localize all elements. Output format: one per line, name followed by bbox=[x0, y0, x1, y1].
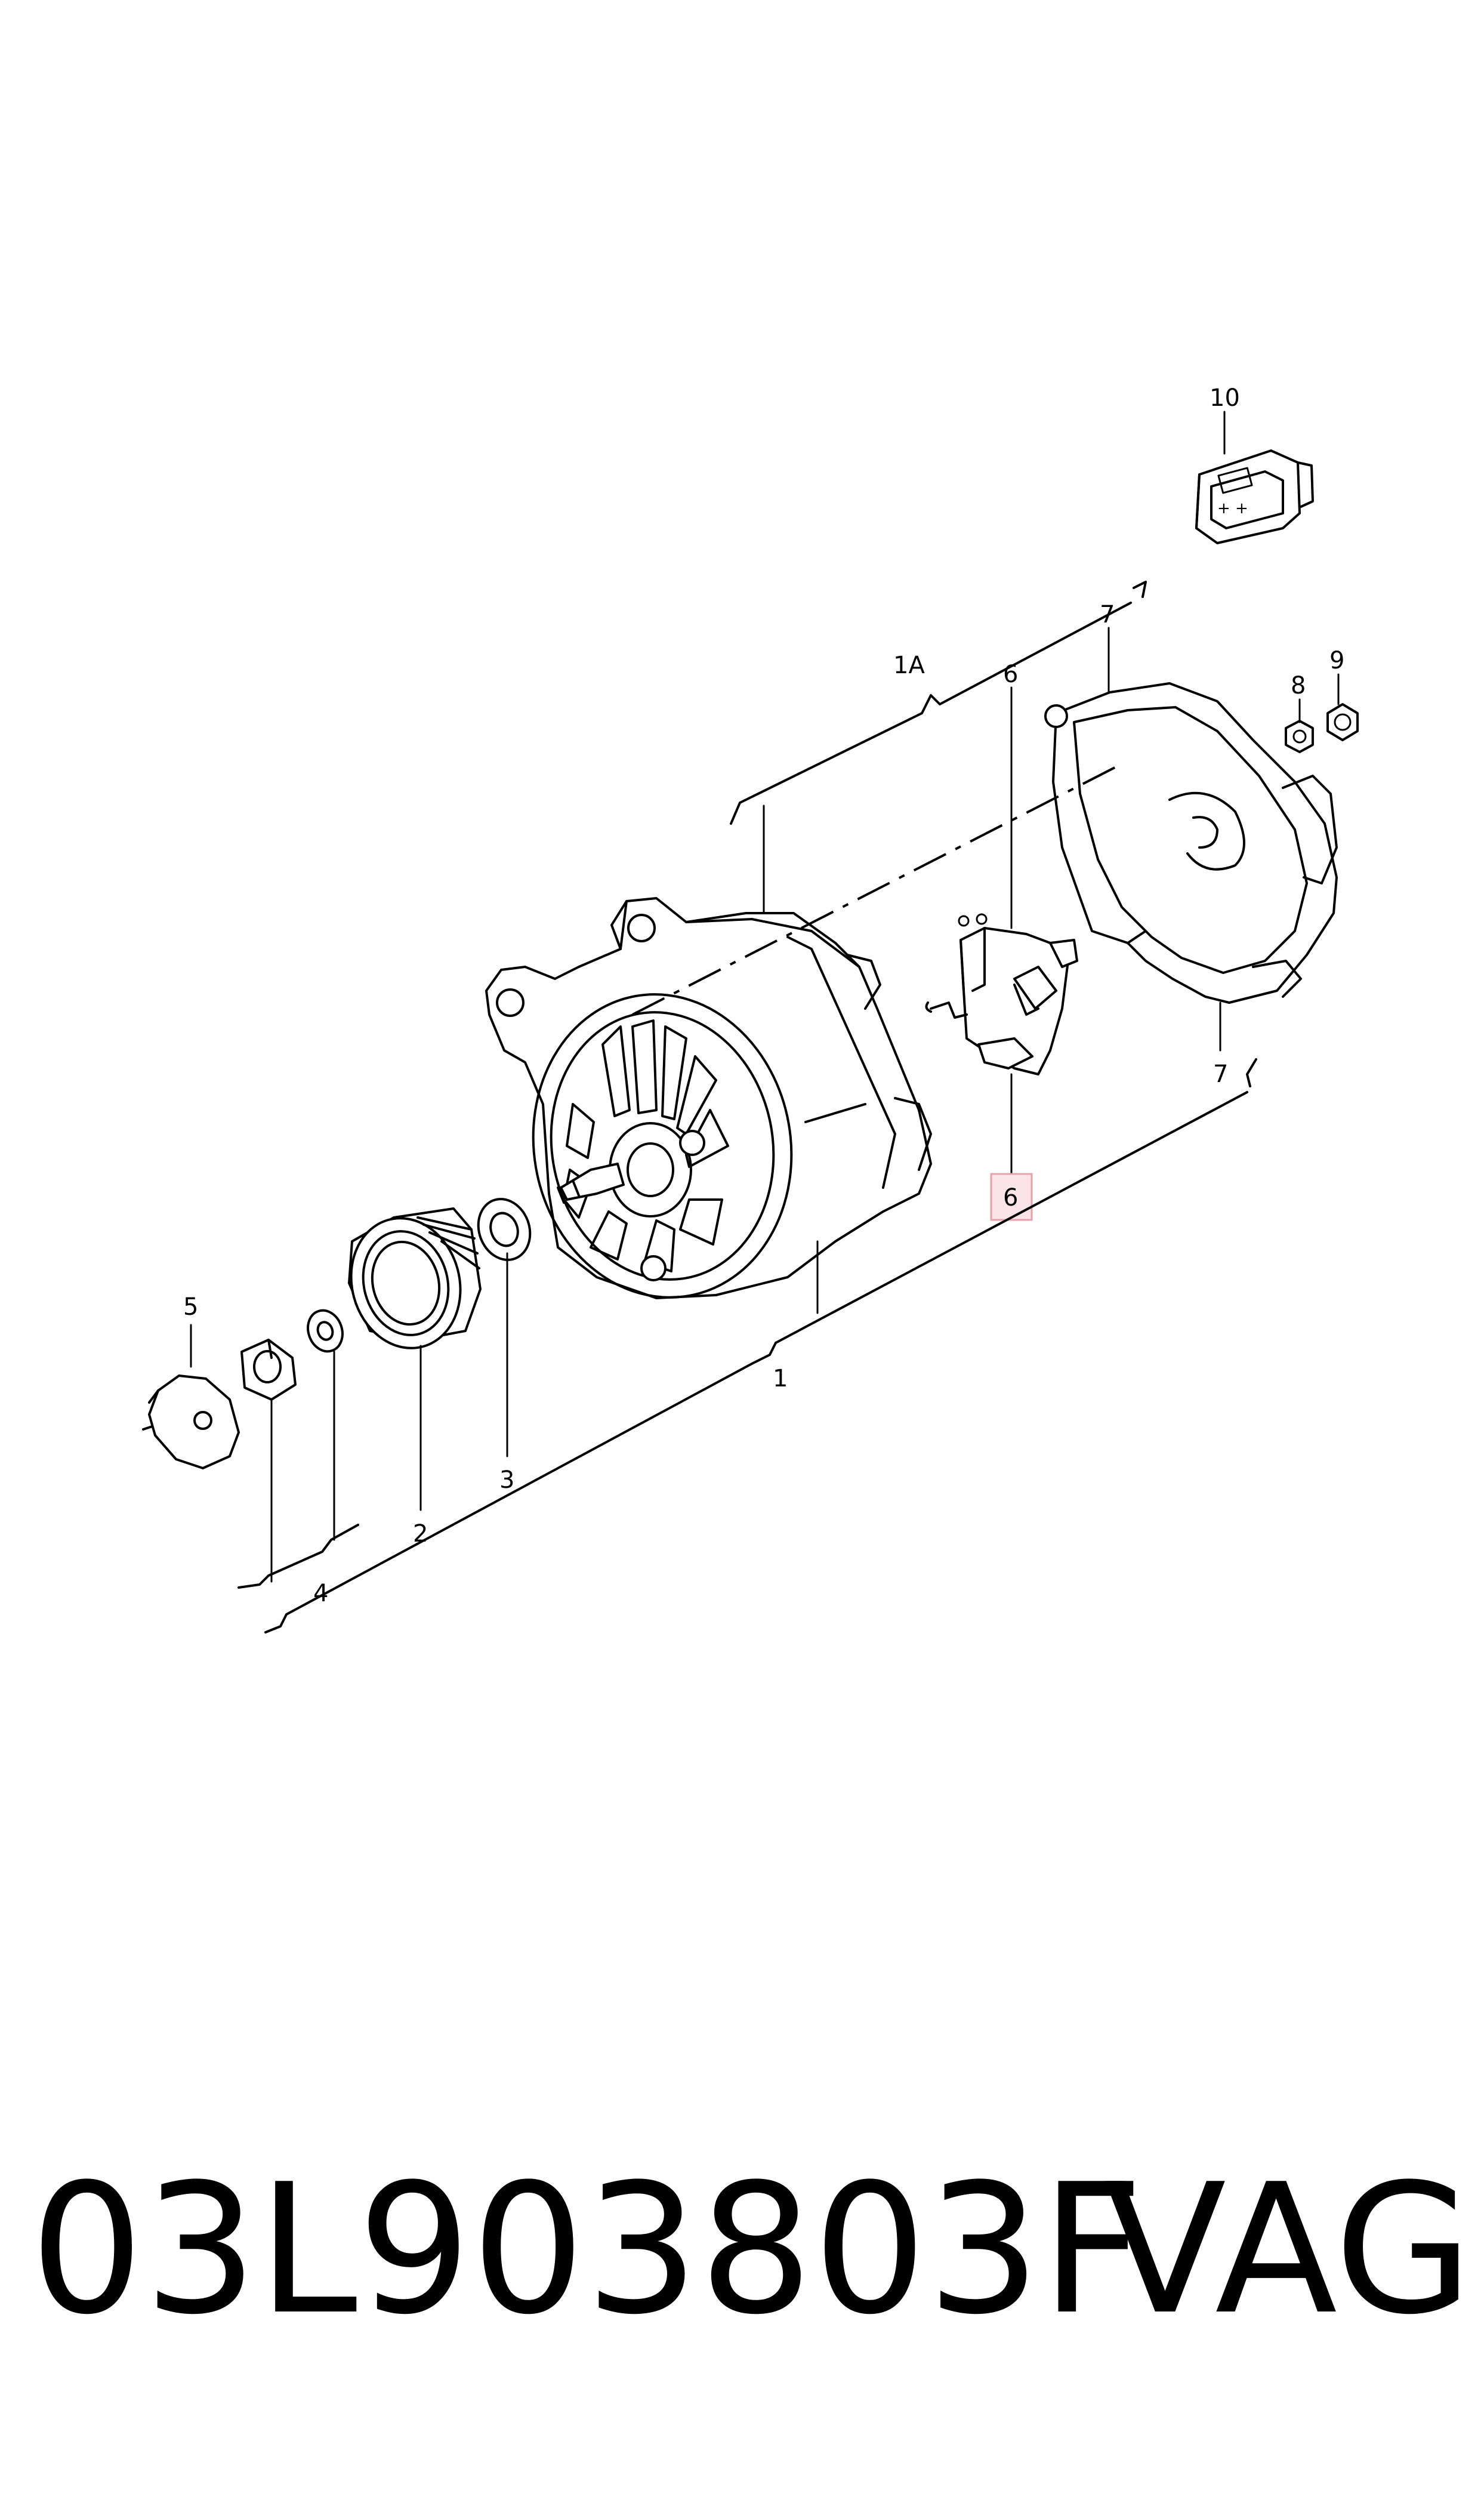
bracket-7 bbox=[1133, 581, 1147, 598]
callout-1A: 1A bbox=[893, 652, 925, 679]
axis-line bbox=[632, 763, 1122, 1016]
bracket-1A bbox=[730, 602, 1132, 825]
pulley bbox=[348, 1207, 482, 1349]
voltage-regulator bbox=[925, 913, 1078, 1075]
callout-1: 1 bbox=[773, 1365, 788, 1392]
callout-5: 5 bbox=[183, 1293, 198, 1321]
callout-9: 9 bbox=[1329, 647, 1344, 674]
bracket-4 bbox=[237, 1524, 359, 1589]
callout-6-highlight bbox=[990, 1173, 1033, 1221]
rear-cover bbox=[1044, 682, 1338, 1004]
callout-7-bottom: 7 bbox=[1213, 1061, 1228, 1088]
cap-5 bbox=[142, 1374, 240, 1469]
callout-10: 10 bbox=[1210, 384, 1240, 412]
nut-4 bbox=[240, 1339, 297, 1401]
bracket-main bbox=[264, 1363, 753, 1633]
spacer-washer bbox=[477, 1198, 532, 1261]
bracket-1 bbox=[751, 1342, 777, 1365]
callout-6-bottom: 6 bbox=[1003, 1184, 1018, 1212]
brand-caption: VAG bbox=[1104, 2146, 1473, 2354]
nut-8 bbox=[1285, 720, 1314, 753]
connector-plug: + + bbox=[1195, 449, 1314, 544]
nut-9 bbox=[1326, 703, 1359, 741]
bracket-7-lower bbox=[1246, 1058, 1257, 1087]
bracket-1-line bbox=[775, 1091, 1248, 1344]
callout-8: 8 bbox=[1291, 672, 1306, 699]
svg-text:+ +: + + bbox=[1217, 500, 1248, 517]
washer-4 bbox=[307, 1309, 344, 1353]
callout-3: 3 bbox=[499, 1466, 514, 1494]
part-number-caption: 03L903803F bbox=[30, 2146, 1144, 2354]
alternator-body bbox=[485, 897, 932, 1299]
